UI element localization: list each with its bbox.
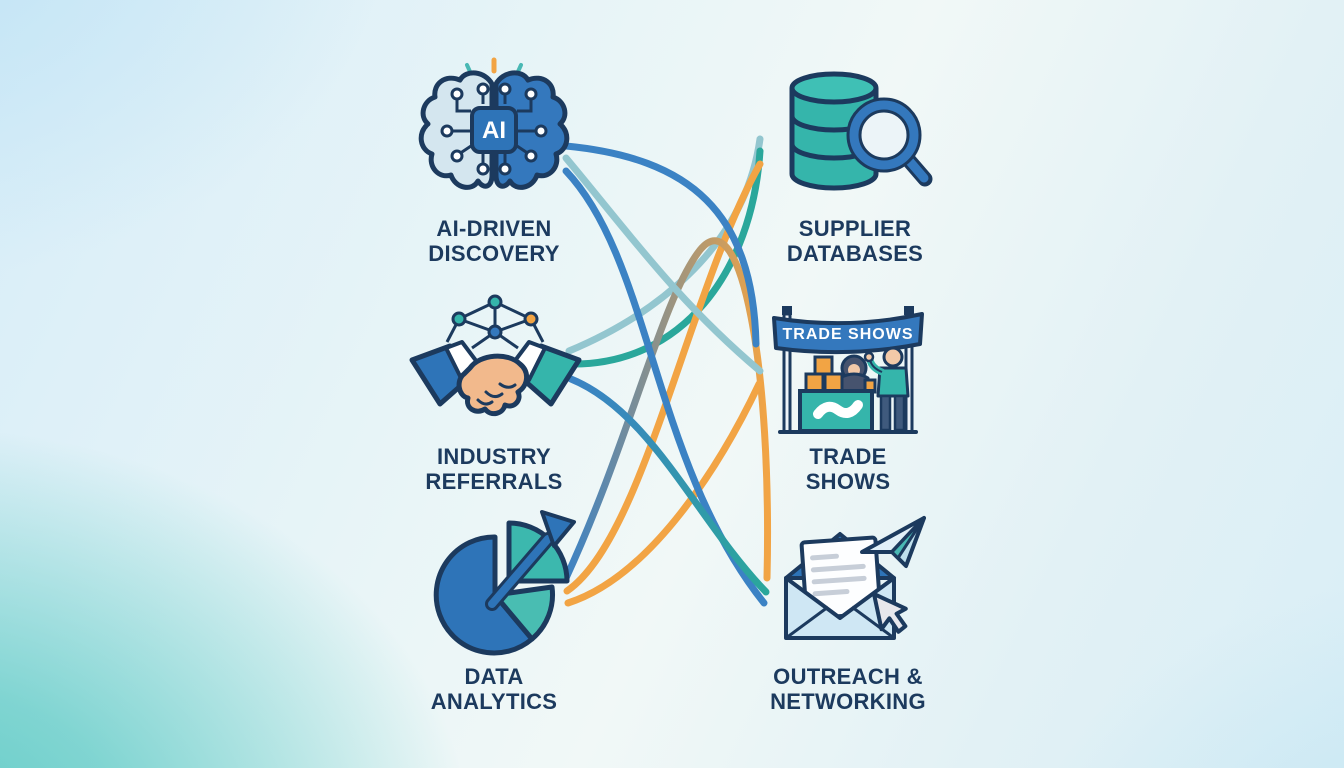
node-data-analytics — [412, 506, 584, 658]
trade-show-booth-icon: TRADE SHOWS — [772, 306, 924, 434]
database-search-icon — [789, 71, 933, 191]
pie-chart-arrow-icon — [433, 510, 576, 656]
ai-box-label: AI — [482, 117, 506, 144]
label-trade-shows: TRADE SHOWS — [805, 444, 891, 494]
connector-ai-trade-pale — [562, 154, 764, 375]
connector-industry-outreach — [567, 375, 770, 596]
label-supplier-databases: SUPPLIER DATABASES — [786, 216, 924, 266]
node-supplier-databases — [772, 62, 944, 212]
label-data-analytics: DATA ANALYTICS — [430, 664, 558, 714]
connector-ai-trade-blue — [562, 142, 760, 348]
node-industry-referrals — [408, 288, 583, 440]
connector-data-outreach — [562, 237, 772, 582]
label-outreach-networking: OUTREACH & NETWORKING — [770, 664, 926, 714]
booth-banner-text: TRADE SHOWS — [783, 326, 914, 343]
label-industry-referrals: INDUSTRY REFERRALS — [425, 444, 563, 494]
label-ai-driven-discovery: AI-DRIVEN DISCOVERY — [428, 216, 560, 266]
node-trade-show-booth: TRADE SHOWS — [762, 290, 934, 442]
envelope-send-icon — [784, 516, 926, 640]
node-outreach-networking — [766, 506, 938, 662]
node-ai-driven-discovery: AI — [405, 56, 583, 208]
ai-brain-icon: AI — [418, 57, 570, 190]
connector-data-trade — [564, 380, 763, 607]
handshake-network-icon — [409, 294, 582, 417]
